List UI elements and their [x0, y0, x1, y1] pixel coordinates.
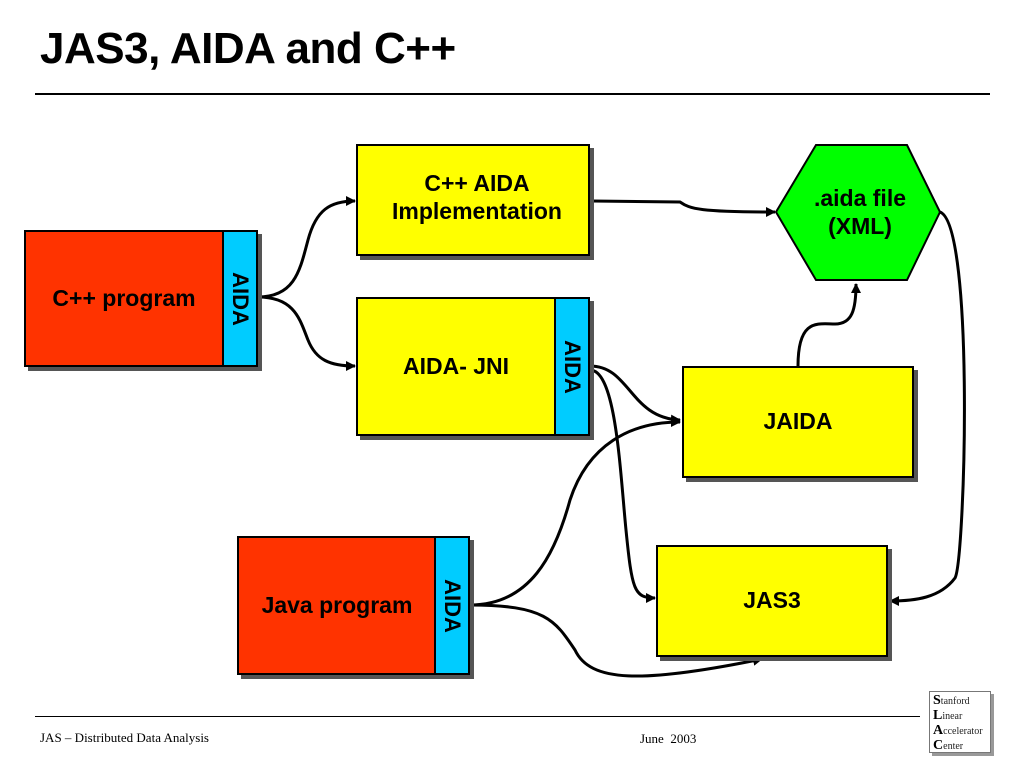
arrow-java-to-jas3 — [469, 603, 763, 678]
cpp-program-box — [24, 230, 258, 367]
slide-title: JAS3, AIDA and C++ — [40, 24, 456, 73]
java-program-label: Java program — [261, 591, 413, 618]
footer-divider — [35, 716, 920, 717]
jaida-label: JAIDA — [763, 408, 833, 435]
aida-file-hexagon — [774, 144, 942, 281]
footer-left-text: JAS – Distributed Data Analysis — [40, 730, 209, 745]
aida-file-label: .aida file (XML) — [813, 185, 907, 239]
jas3-label: JAS3 — [743, 587, 801, 614]
java-program-box — [237, 536, 470, 675]
aida-jni-aida-tab-label: AIDA — [560, 339, 585, 394]
cpp-program-aida-tab-label: AIDA — [228, 271, 253, 326]
arrow-impl-to-file — [591, 199, 776, 217]
arrow-jni-to-jas3 — [589, 368, 656, 603]
logo-line: Center — [933, 738, 964, 753]
footer-date: June 2003 — [640, 731, 697, 746]
arrow-file-to-jas3 — [889, 210, 966, 606]
arrow-jaida-to-file — [796, 283, 861, 367]
title-divider — [35, 93, 990, 95]
cpp-aida-implementation-label: C++ AIDA Implementation — [392, 170, 562, 224]
java-program-aida-tab-label: AIDA — [440, 578, 465, 633]
java-program-aida-tab — [434, 536, 470, 675]
aida-jni-box — [356, 297, 590, 436]
aida-jni-aida-tab — [554, 297, 590, 436]
aida-jni-label: AIDA- JNI — [402, 352, 510, 379]
jaida-box — [682, 366, 914, 478]
cpp-program-aida-tab — [222, 230, 258, 367]
logo-line: Accelerator — [933, 723, 983, 738]
cpp-aida-implementation-box — [356, 144, 590, 256]
arrow-jni-to-jaida — [589, 364, 681, 425]
slac-logo: Stanford Linear Accelerator Center — [929, 691, 991, 753]
logo-line: Stanford — [933, 693, 970, 708]
arrow-cpp-to-jni — [257, 295, 356, 371]
logo-line: Linear — [933, 708, 963, 723]
jas3-box — [656, 545, 888, 657]
cpp-program-label: C++ program — [52, 284, 196, 311]
arrow-java-to-jaida — [469, 417, 681, 607]
arrow-cpp-to-impl — [257, 196, 356, 299]
